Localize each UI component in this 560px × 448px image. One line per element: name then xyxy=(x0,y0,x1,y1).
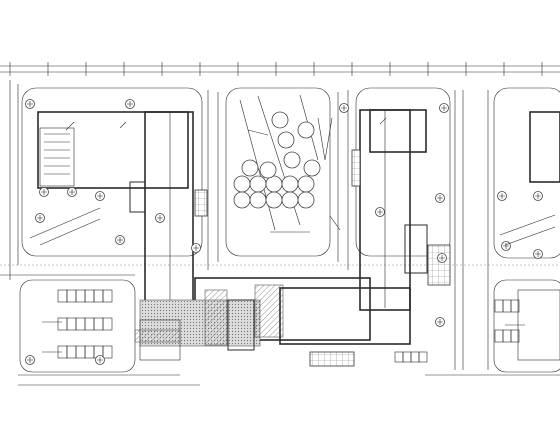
parking-stall xyxy=(84,345,95,359)
parking-stall xyxy=(93,289,104,303)
tree-icon xyxy=(297,121,315,139)
parking-stall xyxy=(502,299,512,313)
tree-center-mark xyxy=(503,243,509,249)
parking-stall xyxy=(93,317,104,331)
tree-center-mark xyxy=(499,193,505,199)
parking-stall xyxy=(84,289,95,303)
tree-icon xyxy=(249,191,267,209)
tree-icon xyxy=(281,191,299,209)
tree-icon xyxy=(233,175,251,193)
tree-center-mark xyxy=(437,319,443,325)
parking-stall xyxy=(410,351,420,363)
tree-center-mark xyxy=(441,105,447,111)
far-right-building xyxy=(517,111,560,361)
tree-icon xyxy=(249,175,267,193)
parking-stall xyxy=(66,289,77,303)
tree-center-mark xyxy=(97,357,103,363)
site-trees xyxy=(25,99,543,365)
tree-center-mark xyxy=(439,255,445,261)
parking-stall xyxy=(75,289,86,303)
parking-stall xyxy=(502,329,512,343)
tree-icon xyxy=(265,191,283,209)
parking-stall xyxy=(102,289,113,303)
tree-center-mark xyxy=(341,105,347,111)
parking-stall xyxy=(402,351,412,363)
tree-center-mark xyxy=(127,101,133,107)
tree-center-mark xyxy=(27,101,33,107)
landscape-blocks xyxy=(19,87,560,373)
tree-icon xyxy=(283,151,301,169)
tree-icon xyxy=(297,191,315,209)
tree-center-mark xyxy=(535,251,541,257)
tree-icon xyxy=(303,159,321,177)
tree-center-mark xyxy=(27,357,33,363)
parking-stall xyxy=(66,317,77,331)
parking-stall xyxy=(510,329,520,343)
parking-stall xyxy=(510,299,520,313)
tree-center-mark xyxy=(535,193,541,199)
parking-stall xyxy=(494,299,504,313)
parking-stall xyxy=(394,351,404,363)
middle-building xyxy=(134,277,371,367)
tree-icon xyxy=(277,131,295,149)
tree-center-mark xyxy=(157,215,163,221)
tree-center-mark xyxy=(97,193,103,199)
tree-center-mark xyxy=(377,209,383,215)
parking-stall xyxy=(57,317,68,331)
site-boundary xyxy=(0,80,560,386)
right-building xyxy=(279,109,451,345)
tree-center-mark xyxy=(117,237,123,243)
parking-stall xyxy=(418,351,428,363)
central-plaza xyxy=(233,94,333,231)
tree-center-mark xyxy=(37,215,43,221)
annotations xyxy=(29,117,556,353)
tree-icon xyxy=(297,175,315,193)
tree-icon xyxy=(271,111,289,129)
tree-icon xyxy=(241,159,259,177)
parking-stall xyxy=(102,345,113,359)
tree-icon xyxy=(281,175,299,193)
tree-center-mark xyxy=(69,189,75,195)
parking-stall xyxy=(75,317,86,331)
parking-stall xyxy=(84,317,95,331)
tree-icon xyxy=(233,191,251,209)
tree-center-mark xyxy=(41,189,47,195)
parking-stall xyxy=(66,345,77,359)
parking-stall xyxy=(57,289,68,303)
parking-stall xyxy=(75,345,86,359)
tree-center-mark xyxy=(437,195,443,201)
parking-areas xyxy=(57,289,520,363)
left-building xyxy=(37,111,208,303)
parking-stall xyxy=(494,329,504,343)
parking-stall xyxy=(102,317,113,331)
top-dimension-line xyxy=(0,62,560,76)
tree-icon xyxy=(265,175,283,193)
tree-center-mark xyxy=(193,245,199,251)
tree-icon xyxy=(259,161,277,179)
